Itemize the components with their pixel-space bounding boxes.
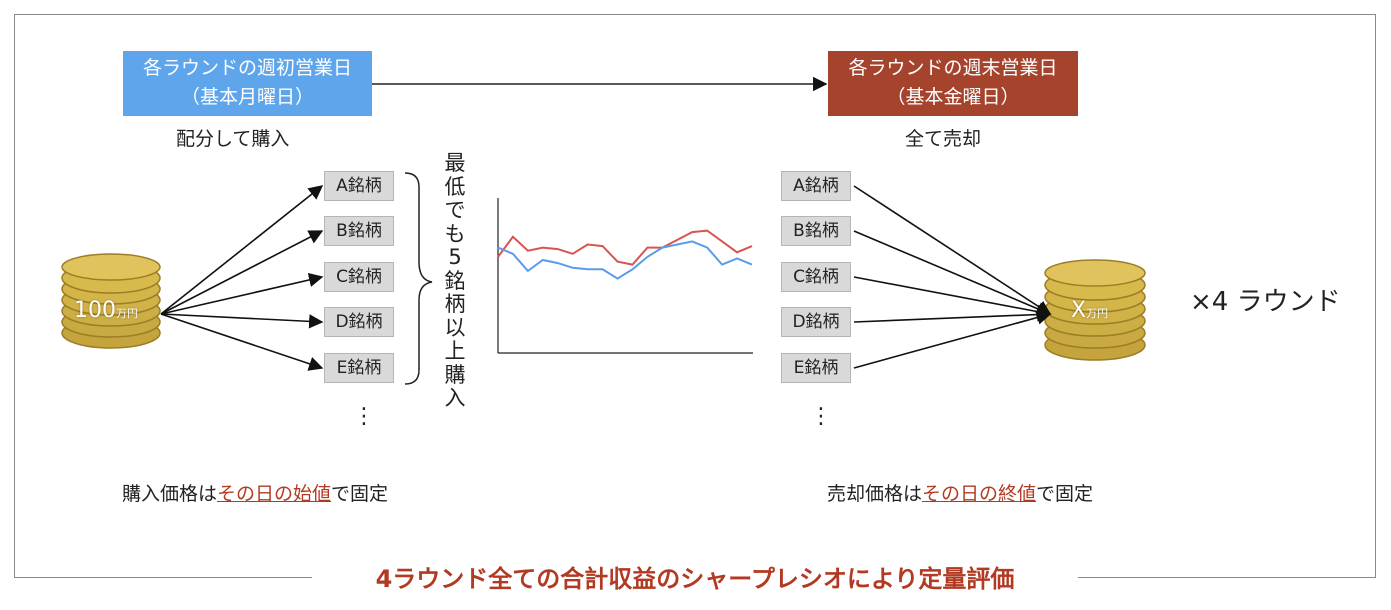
sell-caption: 全て売却 (905, 128, 982, 150)
sell-day-line1: 各ラウンドの週末営業日 (848, 57, 1058, 79)
curly-brace (404, 172, 433, 385)
buy-stock-c: C銘柄 (324, 262, 394, 292)
buy-day-line1: 各ラウンドの週初営業日 (142, 57, 352, 79)
series-blue-line (497, 240, 753, 280)
sell-stock-a: A銘柄 (781, 171, 851, 201)
sell-price-note: 売却価格はその日の終値で固定 (827, 483, 1094, 505)
sell-day-box: 各ラウンドの週末営業日 （基本金曜日） (828, 51, 1078, 116)
start-amount: 100万円 (74, 298, 138, 323)
footer-title: 4ラウンド全ての合計収益のシャープレシオにより定量評価 (375, 565, 1015, 593)
sell-stock-d: D銘柄 (781, 307, 851, 337)
sell-ellipsis: ⋮ (810, 404, 832, 429)
footer-gap (312, 566, 1078, 590)
buy-day-box: 各ラウンドの週初営業日 （基本月曜日） (123, 51, 372, 116)
buy-stock-d: D銘柄 (324, 307, 394, 337)
rounds-label: ×4 ラウンド (1190, 287, 1341, 317)
buy-stock-a: A銘柄 (324, 171, 394, 201)
buy-stock-b: B銘柄 (324, 216, 394, 246)
end-amount: X万円 (1071, 298, 1109, 323)
buy-stock-e: E銘柄 (324, 353, 394, 383)
sell-day-line2: （基本金曜日） (886, 86, 1020, 108)
buy-price-note: 購入価格はその日の始値で固定 (122, 483, 389, 505)
sell-stock-e: E銘柄 (781, 353, 851, 383)
end-coin-stack (1044, 259, 1146, 361)
series-red-line (497, 229, 753, 266)
start-coin-stack (61, 253, 161, 349)
sell-stock-b: B銘柄 (781, 216, 851, 246)
sell-stock-c: C銘柄 (781, 262, 851, 292)
buy-ellipsis: ⋮ (353, 404, 375, 429)
price-chart (497, 198, 753, 354)
buy-caption: 配分して購入 (176, 128, 290, 150)
sell-arrows (853, 185, 1052, 369)
buy-arrows (160, 185, 324, 371)
buy-day-line2: （基本月曜日） (180, 86, 314, 108)
